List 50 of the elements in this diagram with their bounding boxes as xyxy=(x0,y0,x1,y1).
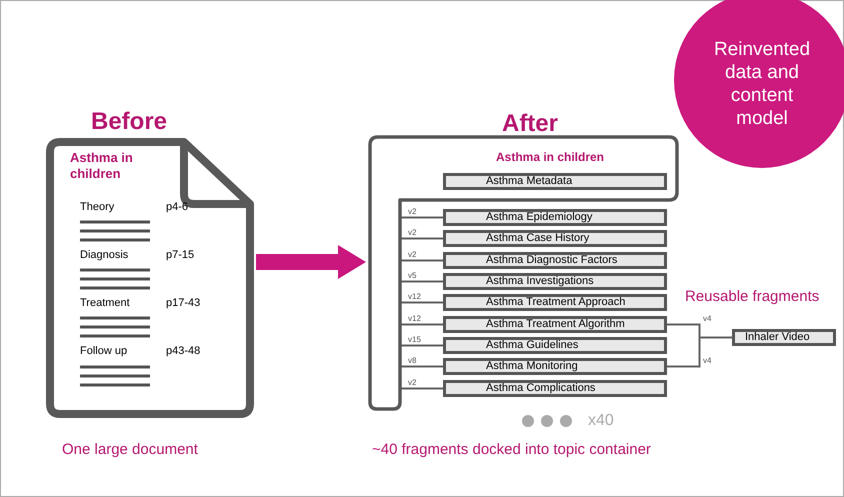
fragment-box: Asthma Guidelines xyxy=(443,337,667,354)
edge-label: v2 xyxy=(408,228,416,236)
page-range: p4-6 xyxy=(166,201,188,213)
section-heading: Follow up xyxy=(80,345,128,357)
connector-line xyxy=(400,260,443,262)
section-heading: Theory xyxy=(80,201,114,213)
edge-label: v2 xyxy=(408,206,416,216)
connector-line xyxy=(400,366,443,368)
fragment-box: Asthma Treatment Algorithm xyxy=(443,316,667,333)
fragment-box: Asthma Metadata xyxy=(443,173,667,190)
connector-line xyxy=(400,302,443,304)
connector-line xyxy=(667,336,732,368)
edge-label: v8 xyxy=(408,356,416,364)
page-range: p17-43 xyxy=(166,297,200,309)
section-title: After xyxy=(500,110,559,138)
page-range: p43-48 xyxy=(166,345,200,357)
fragment-box: Asthma Epidemiology xyxy=(443,209,667,226)
fragment-box: Asthma Treatment Approach xyxy=(443,294,667,311)
fragment-box: Asthma Investigations xyxy=(443,273,667,290)
edge-label: v15 xyxy=(408,334,421,344)
edge-label: v2 xyxy=(408,378,416,386)
section-heading: Diagnosis xyxy=(80,249,128,261)
section-title: Before xyxy=(90,108,168,137)
node-label: Reusable fragments xyxy=(685,288,820,305)
edge-label: v5 xyxy=(408,270,416,280)
connector-line xyxy=(400,238,443,240)
edge-label: v12 xyxy=(408,314,421,322)
connector-line xyxy=(400,324,443,326)
connector-line xyxy=(400,344,443,346)
fragment-box: Asthma Diagnostic Factors xyxy=(443,252,667,269)
connector-line xyxy=(400,388,443,390)
page-range: p7-15 xyxy=(166,249,194,261)
node-label: One large document xyxy=(62,441,198,458)
edge-label: v4 xyxy=(703,356,712,364)
connector-line xyxy=(400,216,443,218)
fragment-box: Inhaler Video xyxy=(732,329,836,346)
circle-text: Reinvented data and content model xyxy=(712,38,812,130)
connector-line xyxy=(400,280,443,282)
topic-title: Asthma in children xyxy=(494,150,606,164)
edge-label: v4 xyxy=(703,314,712,322)
fragment-box: Asthma Case History xyxy=(443,230,667,247)
count-label: x40 xyxy=(588,412,614,430)
block-arrow xyxy=(256,245,366,279)
section-heading: Treatment xyxy=(80,297,130,309)
edge-label: v2 xyxy=(408,250,416,258)
document-title: Asthma in children xyxy=(70,150,134,182)
fragment-box: Asthma Complications xyxy=(443,380,667,397)
node-label: ~40 fragments docked into topic container xyxy=(372,441,651,458)
fragment-box: Asthma Monitoring xyxy=(443,358,667,375)
edge-label: v12 xyxy=(408,292,421,300)
